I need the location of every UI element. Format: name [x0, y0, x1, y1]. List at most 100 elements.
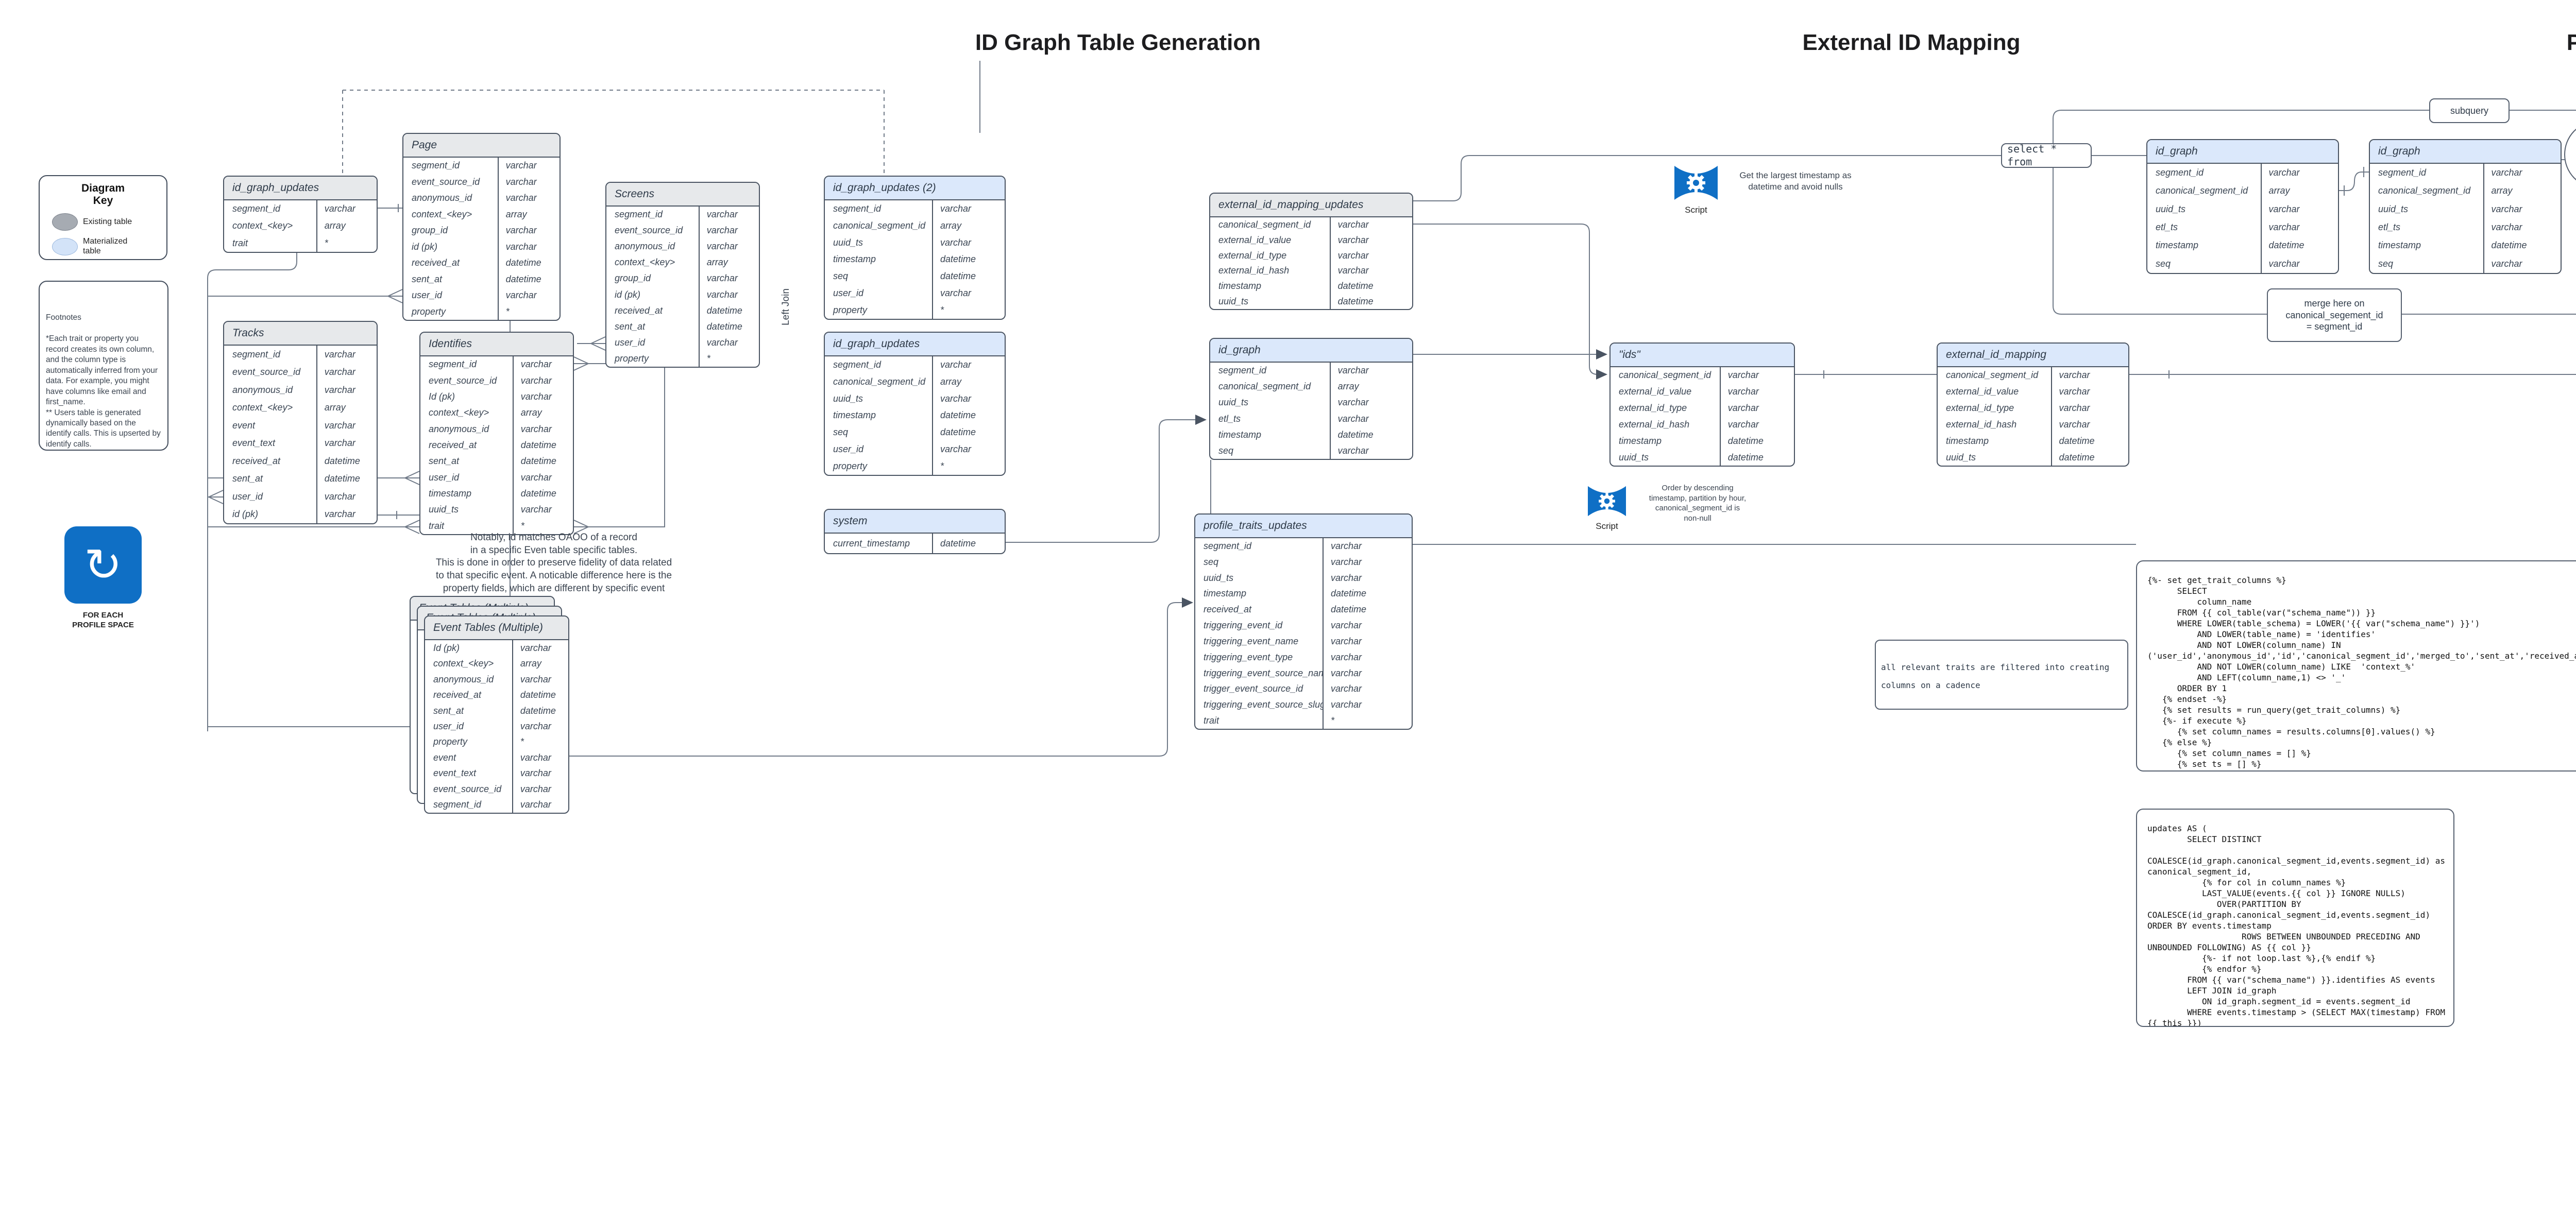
field-name: id (pk) [615, 289, 641, 300]
field-name: user_id [429, 472, 460, 483]
merge-note-box: merge here on canonical_segement_id = se… [2267, 288, 2402, 342]
diagram-key-title: Diagram Key [81, 182, 125, 207]
field-type: varchar [497, 238, 560, 255]
field-name: event_source_id [232, 367, 301, 378]
field-name: user_id [615, 337, 646, 348]
field-name: id (pk) [412, 241, 438, 252]
diagram-key: Diagram Key Existing table Materialized … [39, 175, 167, 260]
field-name: uuid_ts [1619, 452, 1649, 462]
table-title: external_id_mapping [1946, 349, 2046, 361]
field-name: external_id_hash [1218, 265, 1290, 276]
code-get-trait-columns: {%- set get_trait_columns %} SELECT colu… [2136, 560, 2576, 772]
table-title: Screens [615, 188, 655, 200]
field-name: event_source_id [615, 225, 683, 236]
field-type: datetime [931, 268, 1005, 285]
field-name: etl_ts [2156, 222, 2178, 233]
table-title: Identifies [429, 338, 472, 350]
field-row-context-key-: context_<key>array [425, 656, 568, 672]
field-name: uuid_ts [2378, 203, 2409, 214]
field-name: received_at [1204, 604, 1252, 615]
field-type: array [497, 206, 560, 222]
field-row-id-pk-: id (pk)varchar [606, 286, 759, 303]
field-row-id-pk-: Id (pk)varchar [420, 388, 573, 405]
field-type: varchar [1323, 681, 1412, 697]
field-type: datetime [1329, 294, 1412, 309]
field-name: timestamp [1218, 429, 1262, 440]
field-name: segment_id [433, 799, 482, 810]
field-name: external_id_value [1218, 234, 1292, 245]
field-type: array [931, 217, 1005, 234]
field-name: user_id [232, 491, 263, 502]
field-name: external_id_type [1619, 403, 1687, 414]
field-row-id-pk-: id (pk)varchar [224, 505, 377, 523]
field-name: seq [833, 427, 849, 438]
table-title: id_graph [2156, 145, 2198, 157]
field-name: event_text [433, 768, 477, 779]
field-type: varchar [2260, 200, 2338, 218]
field-type: varchar [512, 781, 568, 797]
field-name: uuid_ts [429, 504, 459, 515]
field-type: varchar [316, 505, 377, 523]
field-name: timestamp [2378, 240, 2421, 251]
field-type: varchar [1329, 395, 1412, 411]
materialized-table-swatch-icon [52, 237, 78, 255]
field-type: varchar [316, 417, 377, 435]
subquery-box: subquery [2429, 98, 2510, 123]
field-name: timestamp [1619, 435, 1662, 446]
field-type: varchar [1323, 554, 1412, 570]
table-title: "ids" [1619, 349, 1640, 361]
field-type: datetime [316, 452, 377, 470]
field-name: triggering_event_id [1204, 620, 1283, 631]
field-name: segment_id [615, 209, 663, 220]
field-type: * [698, 350, 759, 367]
field-name: external_id_value [1946, 386, 2019, 397]
field-name: triggering_event_name [1204, 636, 1299, 646]
field-name: external_id_hash [1619, 419, 1690, 430]
field-type: varchar [497, 190, 560, 207]
field-name: property [433, 736, 468, 747]
field-name: sent_at [433, 705, 464, 716]
field-type: datetime [497, 271, 560, 287]
field-name: current_timestamp [833, 538, 910, 548]
field-type: datetime [2050, 433, 2129, 450]
field-row-property: property* [825, 302, 1005, 319]
field-row-context-key-: context_<key>array [606, 254, 759, 271]
field-type: varchar [512, 797, 568, 813]
field-type: * [512, 734, 568, 750]
field-name: event_text [232, 438, 276, 449]
field-name: group_id [412, 225, 448, 236]
field-type: varchar [1719, 400, 1794, 417]
field-type: datetime [512, 453, 573, 470]
field-name: context_<key> [429, 407, 489, 418]
field-name: segment_id [2378, 167, 2427, 178]
field-row-id-pk-: id (pk) varchar [403, 238, 560, 255]
field-name: property [833, 460, 868, 471]
script1-label: Script [1685, 205, 1707, 215]
field-type: varchar [2050, 416, 2129, 433]
field-type: varchar [1323, 649, 1412, 665]
